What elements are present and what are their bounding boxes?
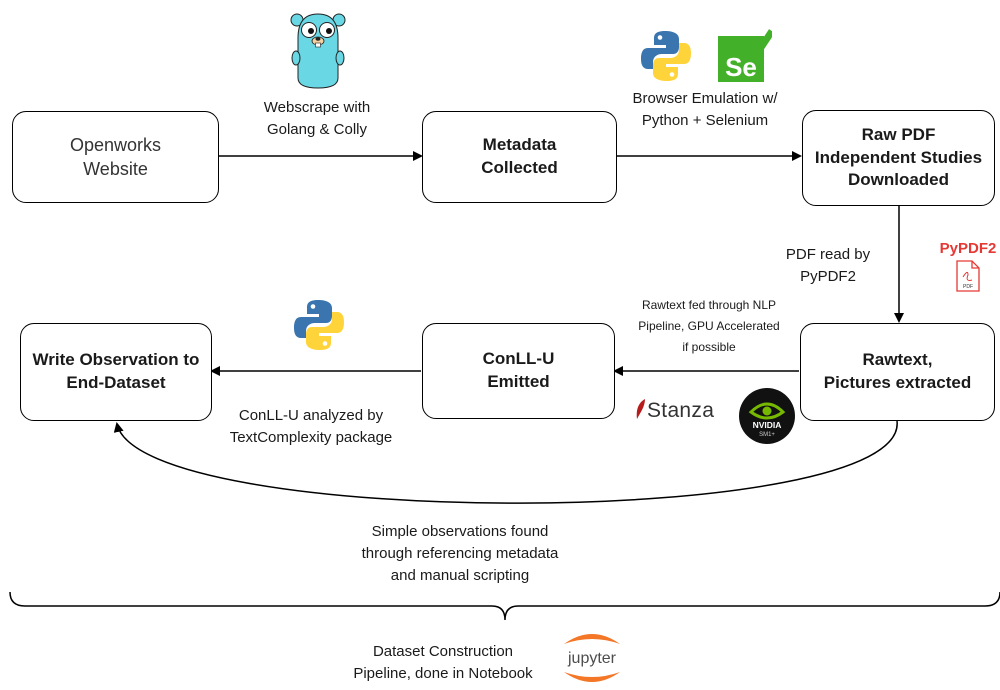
pdf-file-icon: PDF [956,260,980,292]
label-textcomplexity: ConLL-U analyzed by TextComplexity packa… [229,407,393,446]
node-rawtext-pictures: Rawtext, Pictures extracted [800,323,995,421]
label-simple-observations: Simple observations found through refere… [361,523,559,584]
nvidia-text: NVIDIA [753,420,782,430]
footer-caption: Dataset Construction Pipeline, done in N… [353,643,533,682]
python-icon-lower [294,300,344,350]
nvidia-icon: NVIDIA SM1+ [739,388,795,444]
pypdf2-text: PyPDF2 [939,240,997,257]
node-conllu-emitted: ConLL-U Emitted [422,323,615,419]
selenium-text: Se [725,52,757,82]
pipeline-brace [9,591,1000,621]
node-raw-pdf-downloaded: Raw PDF Independent Studies Downloaded [802,110,995,206]
node-metadata-collected: Metadata Collected [422,111,617,203]
edge-rawtext-to-write-curve [113,420,898,504]
pypdf2-logo: PyPDF2 PDF [936,240,1000,297]
label-browser-emulation: Browser Emulation w/ Python + Selenium [632,90,778,129]
stanza-text: Stanza [647,399,715,422]
node-openworks-website: Openworks Website [12,111,219,203]
jupyter-text: jupyter [567,650,617,667]
stanza-logo: Stanza [635,398,714,423]
label-webscrape: Webscrape with Golang & Colly [263,99,371,138]
jupyter-icon: jupyter [564,634,620,682]
python-icon [641,31,691,81]
pdf-badge-text: PDF [963,284,973,290]
label-pdf-read: PDF read by PyPDF2 [785,246,871,285]
stanza-feather-icon [636,399,645,419]
gopher-icon [290,13,346,89]
label-nlp-pipeline: Rawtext fed through NLP Pipeline, GPU Ac… [638,298,780,354]
nvidia-subtext: SM1+ [759,432,775,438]
selenium-icon: Se [718,29,772,82]
node-write-observation: Write Observation to End-Dataset [20,323,212,421]
